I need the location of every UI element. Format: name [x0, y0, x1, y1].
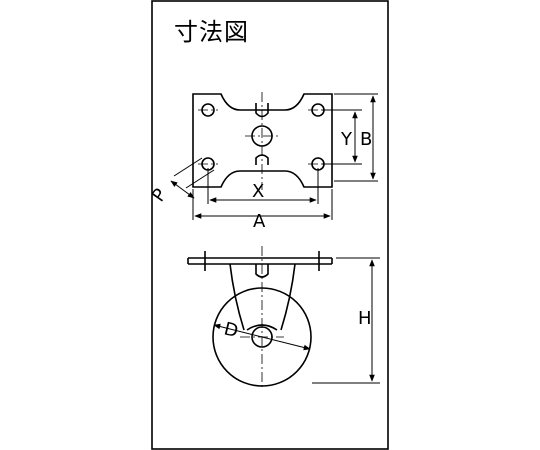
dimension-label-y: Y: [340, 129, 353, 150]
d-dimension-line: [213, 323, 311, 351]
dimension-label-h: H: [358, 308, 372, 329]
top-view-center-lines: [198, 92, 328, 190]
dimension-label-x: X: [252, 181, 264, 202]
dimension-label-b: B: [360, 129, 372, 150]
p-dimension: [170, 157, 215, 199]
side-view-center-lines: [240, 246, 284, 390]
drawing-title: 寸法図: [174, 18, 249, 46]
mounting-plate-top-view: [192, 93, 333, 188]
caster-side-view: [187, 251, 333, 387]
h-dimension: [312, 257, 380, 384]
dimension-label-a: A: [253, 211, 266, 232]
drawing-frame: [151, 0, 389, 450]
dimension-label-d: D: [222, 318, 241, 342]
y-b-dimensions: [322, 93, 378, 182]
